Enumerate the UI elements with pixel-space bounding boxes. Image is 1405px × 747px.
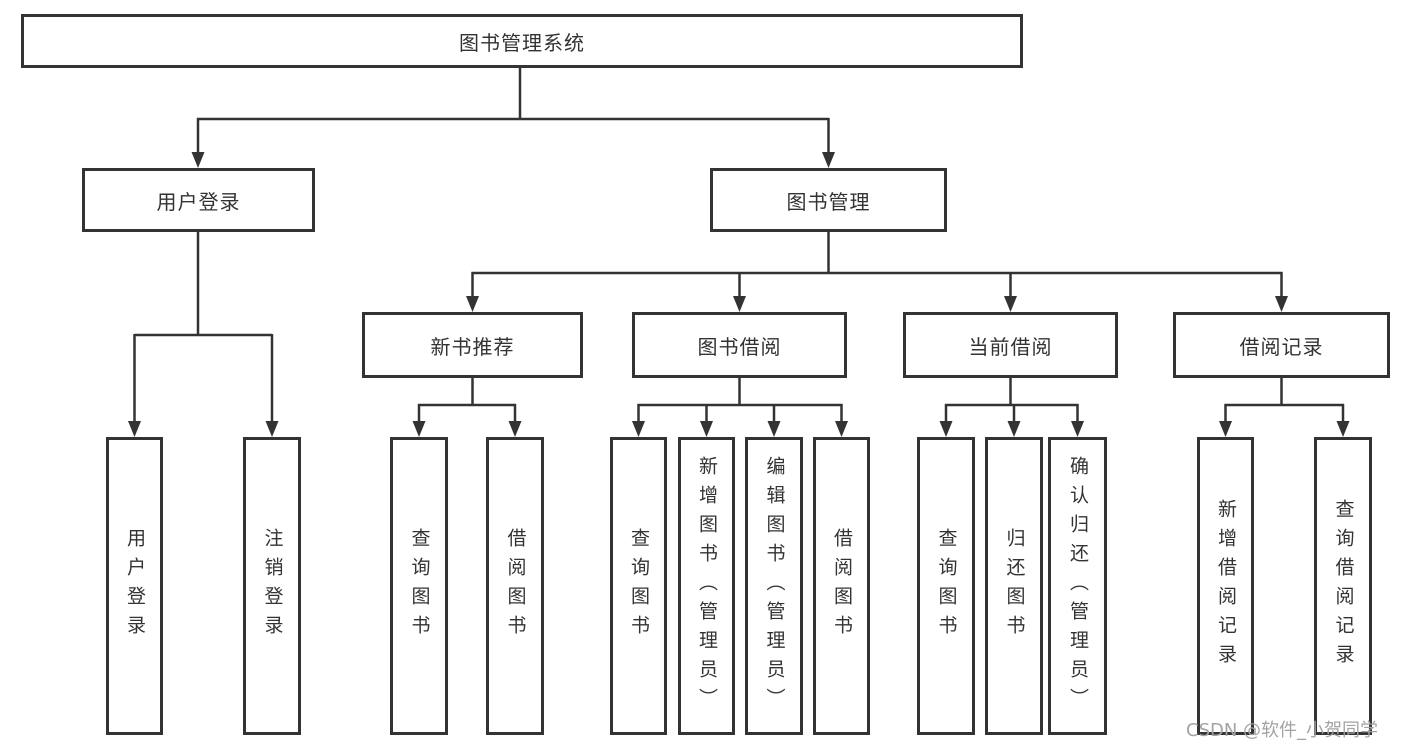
node-label: 新书推荐	[430, 334, 515, 359]
node-label: 当前借阅	[968, 334, 1053, 359]
arrowhead	[1004, 296, 1017, 312]
arrowhead	[128, 421, 141, 437]
arrowhead	[1275, 296, 1288, 312]
arrowhead	[733, 296, 746, 312]
node-label: 借阅记录	[1239, 334, 1324, 359]
arrowhead	[466, 296, 479, 312]
leaf-borrow-books-recommend: 借阅图书	[486, 437, 544, 735]
leaf-label: 归还图书	[1003, 528, 1026, 644]
node-label: 图书管理	[786, 189, 871, 214]
arrowhead	[700, 421, 713, 437]
node-label: 图书管理系统	[459, 30, 585, 55]
watermark: CSDN @软件_小贺同学	[1186, 720, 1379, 741]
leaf-query-books-borrowing: 查询图书	[610, 437, 667, 735]
leaf-edit-book-admin: 编辑图书（管理员）	[745, 437, 803, 735]
arrowhead	[767, 421, 781, 437]
leaf-query-borrow-record: 查询借阅记录	[1314, 437, 1372, 735]
arrowhead	[835, 421, 848, 437]
leaf-label: 注销登录	[261, 528, 284, 644]
node-book-management: 图书管理	[710, 168, 947, 232]
node-new-book-recommend: 新书推荐	[362, 312, 583, 378]
arrowhead	[1007, 421, 1021, 437]
arrowhead	[1071, 421, 1084, 437]
node-label: 用户登录	[156, 189, 241, 214]
arrowhead	[412, 421, 426, 437]
node-library-management-system: 图书管理系统	[21, 14, 1023, 68]
leaf-label: 新增借阅记录	[1215, 499, 1237, 673]
leaf-query-books-recommend: 查询图书	[390, 437, 448, 735]
arrowhead	[822, 152, 835, 168]
arrowhead	[1336, 421, 1350, 437]
leaf-borrow-books: 借阅图书	[813, 437, 870, 735]
arrowhead	[508, 421, 522, 437]
arrowhead	[1219, 421, 1232, 437]
leaf-label: 查询图书	[935, 528, 958, 644]
leaf-confirm-return-admin: 确认归还（管理员）	[1048, 437, 1107, 735]
leaf-return-books: 归还图书	[985, 437, 1043, 735]
leaf-label: 确认归还（管理员）	[1067, 455, 1089, 717]
leaf-add-book-admin: 新增图书（管理员）	[678, 437, 735, 735]
node-current-borrowing: 当前借阅	[903, 312, 1118, 378]
arrowhead	[265, 421, 279, 437]
leaf-label: 借阅图书	[504, 528, 527, 644]
leaf-label: 查询借阅记录	[1332, 499, 1355, 673]
node-user-login: 用户登录	[82, 168, 315, 232]
leaf-label: 新增图书（管理员）	[696, 455, 718, 717]
leaf-label: 编辑图书（管理员）	[763, 455, 786, 717]
leaf-label: 查询图书	[408, 528, 431, 644]
leaf-label: 借阅图书	[831, 528, 853, 644]
node-label: 图书借阅	[697, 334, 782, 359]
leaf-query-books-current: 查询图书	[917, 437, 975, 735]
arrowhead	[191, 152, 205, 168]
arrowhead	[939, 421, 953, 437]
leaf-add-borrow-record: 新增借阅记录	[1197, 437, 1254, 735]
node-borrowing-records: 借阅记录	[1173, 312, 1390, 378]
leaf-user-login: 用户登录	[106, 437, 163, 735]
leaf-label: 用户登录	[124, 528, 146, 644]
node-book-borrowing: 图书借阅	[632, 312, 847, 378]
arrowhead	[632, 421, 645, 437]
leaf-logout: 注销登录	[243, 437, 301, 735]
leaf-label: 查询图书	[628, 528, 650, 644]
